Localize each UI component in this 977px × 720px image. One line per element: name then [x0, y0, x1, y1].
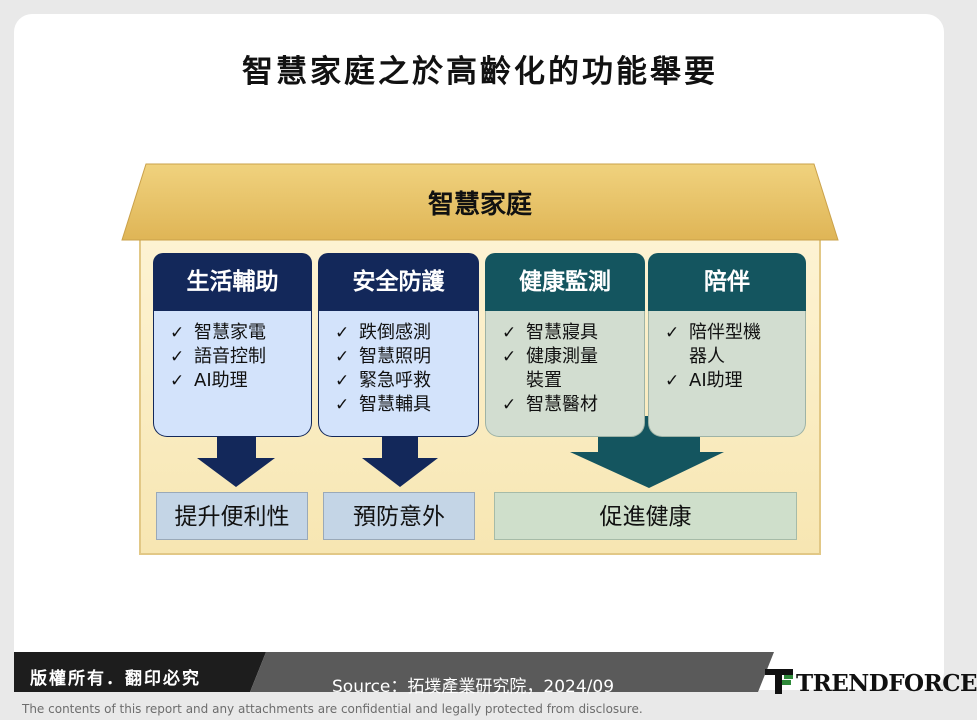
feature-item: ✓ 語音控制 [168, 345, 311, 369]
feature-item: ✓ 健康測量 裝置 [500, 345, 644, 393]
check-mark-icon: ✓ [502, 395, 517, 415]
house-roof [121, 163, 839, 241]
confidentiality-disclaimer: The contents of this report and any atta… [22, 702, 643, 716]
feature-item: ✓ AI助理 [663, 369, 805, 393]
column-body-health: ✓ 智慧寢具 ✓ 健康測量 裝置 ✓ 智慧醫材 [485, 311, 645, 437]
feature-item: ✓ 陪伴型機 器人 [663, 321, 805, 369]
check-mark-icon: ✓ [335, 323, 350, 343]
feature-item-label: 陪伴型機 器人 [689, 322, 761, 367]
column-body-life-assist: ✓ 智慧家電 ✓ 語音控制 ✓ AI助理 [153, 311, 312, 437]
arrow-prevention [362, 436, 438, 487]
trendforce-logo-icon [765, 669, 793, 694]
check-mark-icon: ✓ [170, 347, 185, 367]
result-convenience: 提升便利性 [156, 492, 308, 540]
check-mark-icon: ✓ [502, 323, 517, 343]
feature-item-label: AI助理 [689, 370, 743, 391]
column-body-safety: ✓ 跌倒感測 ✓ 智慧照明 ✓ 緊急呼救 ✓ 智慧輔具 [318, 311, 479, 437]
footer-bar [14, 652, 774, 692]
check-mark-icon: ✓ [335, 395, 350, 415]
column-heading-safety: 安全防護 [318, 253, 479, 311]
check-mark-icon: ✓ [170, 371, 185, 391]
feature-item-label: 智慧寢具 [526, 322, 598, 343]
column-heading-life-assist: 生活輔助 [153, 253, 312, 311]
feature-item-label: 智慧醫材 [526, 394, 598, 415]
feature-item-label: 智慧家電 [194, 322, 266, 343]
feature-item: ✓ AI助理 [168, 369, 311, 393]
feature-item: ✓ 智慧輔具 [333, 393, 478, 417]
result-prevention: 預防意外 [323, 492, 475, 540]
feature-item-label: AI助理 [194, 370, 248, 391]
check-mark-icon: ✓ [335, 371, 350, 391]
feature-item-label: 健康測量 裝置 [526, 346, 598, 391]
feature-item: ✓ 智慧家電 [168, 321, 311, 345]
column-heading-companion: 陪伴 [648, 253, 806, 311]
feature-item: ✓ 智慧醫材 [500, 393, 644, 417]
feature-item: ✓ 緊急呼救 [333, 369, 478, 393]
feature-item-label: 跌倒感測 [359, 322, 431, 343]
arrow-convenience [197, 436, 275, 487]
check-mark-icon: ✓ [335, 347, 350, 367]
column-body-companion: ✓ 陪伴型機 器人 ✓ AI助理 [648, 311, 806, 437]
check-mark-icon: ✓ [170, 323, 185, 343]
check-mark-icon: ✓ [665, 371, 680, 391]
feature-item-label: 語音控制 [194, 346, 266, 367]
check-mark-icon: ✓ [665, 323, 680, 343]
brand-name: TRENDFORCE [796, 670, 977, 697]
feature-item: ✓ 跌倒感測 [333, 321, 478, 345]
feature-item-label: 緊急呼救 [359, 370, 431, 391]
feature-item: ✓ 智慧照明 [333, 345, 478, 369]
feature-item: ✓ 智慧寢具 [500, 321, 644, 345]
roof-label: 智慧家庭 [427, 190, 532, 220]
result-health: 促進健康 [494, 492, 797, 540]
check-mark-icon: ✓ [502, 347, 517, 367]
page-title: 智慧家庭之於高齡化的功能舉要 [242, 54, 718, 90]
column-heading-health: 健康監測 [485, 253, 645, 311]
source-note: Source：拓墣產業研究院，2024/09 [332, 677, 615, 697]
feature-item-label: 智慧照明 [359, 346, 431, 367]
copyright-notice: 版權所有．翻印必究 [30, 669, 201, 689]
feature-item-label: 智慧輔具 [359, 394, 431, 415]
